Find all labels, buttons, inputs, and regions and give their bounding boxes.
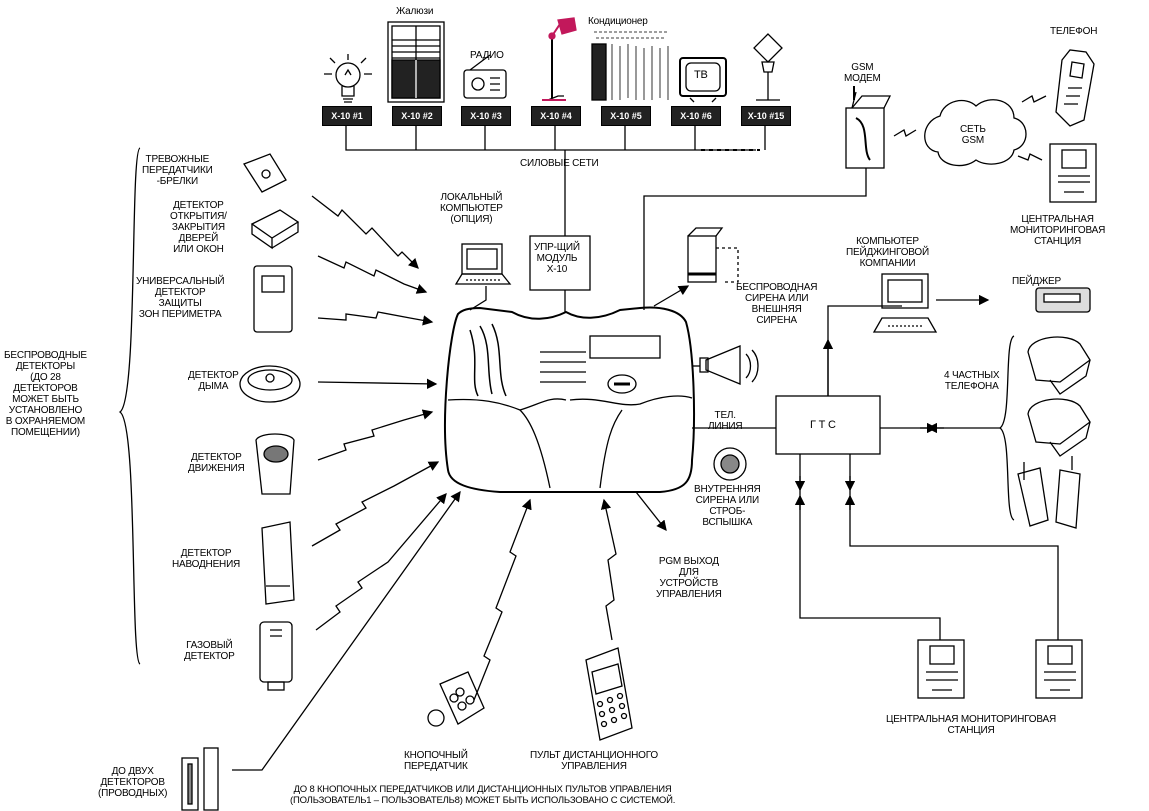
smoke-detector-label: ДЕТЕКТОР ДЫМА: [188, 370, 239, 392]
pgm-output-label: PGM ВЫХОД ДЛЯ УСТРОЙСТВ УПРАВЛЕНИЯ: [656, 556, 722, 600]
control-panel-icon: [444, 306, 695, 493]
x10-control-module-box: [529, 235, 591, 291]
gsm-link-station: [1017, 153, 1043, 161]
horn-siren-icon: [699, 345, 759, 385]
door-window-detector-icon: [250, 209, 300, 250]
wireless-signal-arrows: [311, 195, 447, 631]
gsm-network-label: СЕТЬ GSM: [960, 124, 986, 146]
tv-label: ТВ: [694, 69, 708, 81]
internal-siren-icon: [713, 447, 747, 481]
motion-detector-icon: [255, 433, 295, 495]
phones-brace: [998, 335, 1015, 521]
x10-module-3: X-10 #3: [461, 106, 511, 126]
door-window-detector-label: ДЕТЕКТОР ОТКРЫТИЯ/ ЗАКРЫТИЯ ДВЕРЕЙ ИЛИ О…: [170, 200, 227, 255]
monitoring-station-icon: [917, 639, 965, 699]
cordless-phone-icon: [1017, 456, 1081, 529]
gsm-link: [893, 129, 917, 137]
phone-label: ТЕЛЕФОН: [1050, 26, 1098, 37]
mobile-phone-icon: [1055, 49, 1095, 127]
smoke-detector-icon: [239, 365, 301, 403]
desk-phone-icon: [1027, 336, 1091, 395]
footnote: ДО 8 КНОПОЧНЫХ ПЕРЕДАТЧИКОВ ИЛИ ДИСТАНЦИ…: [290, 784, 676, 806]
local-computer-icon: [454, 243, 512, 285]
x10-module-2: X-10 #2: [392, 106, 442, 126]
key-fob-detector-label: ТРЕВОЖНЫЕ ПЕРЕДАТЧИКИ -БРЕЛКИ: [142, 154, 213, 187]
motion-detector-label: ДЕТЕКТОР ДВИЖЕНИЯ: [188, 452, 245, 474]
radio-icon: [463, 54, 507, 99]
x10-module-5: X-10 #5: [601, 106, 651, 126]
floor-lamp-icon: [542, 17, 577, 101]
x10-module-6: X-10 #6: [671, 106, 721, 126]
blinds-icon: [387, 21, 445, 103]
wireless-detectors-group-label: БЕСПРОВОДНЫЕ ДЕТЕКТОРЫ (ДО 28 ДЕТЕКТОРОВ…: [4, 350, 87, 438]
power-line: [345, 126, 756, 151]
x10-module-15: X-10 #15: [741, 106, 791, 126]
pager-icon: [1035, 287, 1091, 313]
paging-computer-icon: [872, 273, 938, 333]
desk-phone-icon: [1027, 398, 1091, 457]
x10-module-4: X-10 #4: [531, 106, 581, 126]
light-bulb-icon: [324, 54, 372, 103]
tel-line-label: ТЕЛ. ЛИНИЯ: [708, 410, 743, 432]
monitoring-station-icon: [1049, 143, 1097, 203]
gsm-modem-icon: [845, 86, 892, 169]
flood-detector-icon: [261, 521, 295, 605]
x10-control-module-label: УПР-ЩИЙ МОДУЛЬ X-10: [534, 242, 580, 275]
perimeter-detector-icon: [253, 265, 293, 333]
gas-detector-label: ГАЗОВЫЙ ДЕТЕКТОР: [184, 640, 235, 662]
gsm-modem-label: GSM МОДЕМ: [844, 62, 881, 84]
perimeter-detector-label: УНИВЕРСАЛЬНЫЙ ДЕТЕКТОР ЗАЩИТЫ ЗОН ПЕРИМЕ…: [136, 276, 225, 320]
wireless-siren-icon: [687, 227, 739, 283]
gsm-link-phone: [1021, 95, 1047, 103]
wired-detector-icon: [181, 747, 219, 811]
ceiling-lamp-icon: [753, 33, 783, 101]
gsm-station-label: ЦЕНТРАЛЬНАЯ МОНИТОРИНГОВАЯ СТАНЦИЯ: [1010, 214, 1106, 247]
paging-computer-label: КОМПЬЮТЕР ПЕЙДЖИНГОВОЙ КОМПАНИИ: [846, 236, 929, 269]
key-fob-icon: [427, 671, 485, 727]
modem-to-panel-line: [643, 168, 867, 310]
gsm-cloud-shape: [924, 99, 1027, 167]
power-lines-label: СИЛОВЫЕ СЕТИ: [520, 158, 599, 169]
radio-label: РАДИО: [470, 50, 504, 61]
blinds-label: Жалюзи: [396, 6, 434, 17]
air-conditioner-icon: [591, 31, 669, 101]
tv-icon: [679, 57, 727, 103]
keyfob-transmitter-label: КНОПОЧНЫЙ ПЕРЕДАТЧИК: [404, 750, 468, 772]
wired-detectors-label: ДО ДВУХ ДЕТЕКТОРОВ (ПРОВОДНЫХ): [98, 766, 168, 799]
monitoring-station-icon: [1035, 639, 1083, 699]
private-phones-label: 4 ЧАСТНЫХ ТЕЛЕФОНА: [944, 370, 1000, 392]
remote-control-label: ПУЛЬТ ДИСТАНЦИОННОГО УПРАВЛЕНИЯ: [530, 750, 658, 772]
key-fob-transmitter-icon: [243, 153, 287, 193]
gas-detector-icon: [259, 621, 293, 691]
flood-detector-label: ДЕТЕКТОР НАВОДНЕНИЯ: [172, 548, 241, 570]
detectors-brace: [118, 147, 141, 665]
pstn-label: Г Т С: [810, 419, 836, 431]
conditioner-label: Кондиционер: [588, 16, 648, 27]
x10-module-1: X-10 #1: [322, 106, 372, 126]
pager-label: ПЕЙДЖЕР: [1012, 276, 1061, 287]
central-station-label: ЦЕНТРАЛЬНАЯ МОНИТОРИНГОВАЯ СТАНЦИЯ: [886, 714, 1057, 736]
local-computer-label: ЛОКАЛЬНЫЙ КОМПЬЮТЕР (ОПЦИЯ): [440, 192, 503, 225]
remote-control-icon: [585, 647, 633, 741]
wired-line: [232, 490, 461, 771]
wireless-siren-label: БЕСПРОВОДНАЯ СИРЕНА ИЛИ ВНЕШНЯЯ СИРЕНА: [736, 282, 818, 326]
internal-siren-label: ВНУТРЕННЯЯ СИРЕНА ИЛИ СТРОБ- ВСПЫШКА: [694, 484, 761, 528]
